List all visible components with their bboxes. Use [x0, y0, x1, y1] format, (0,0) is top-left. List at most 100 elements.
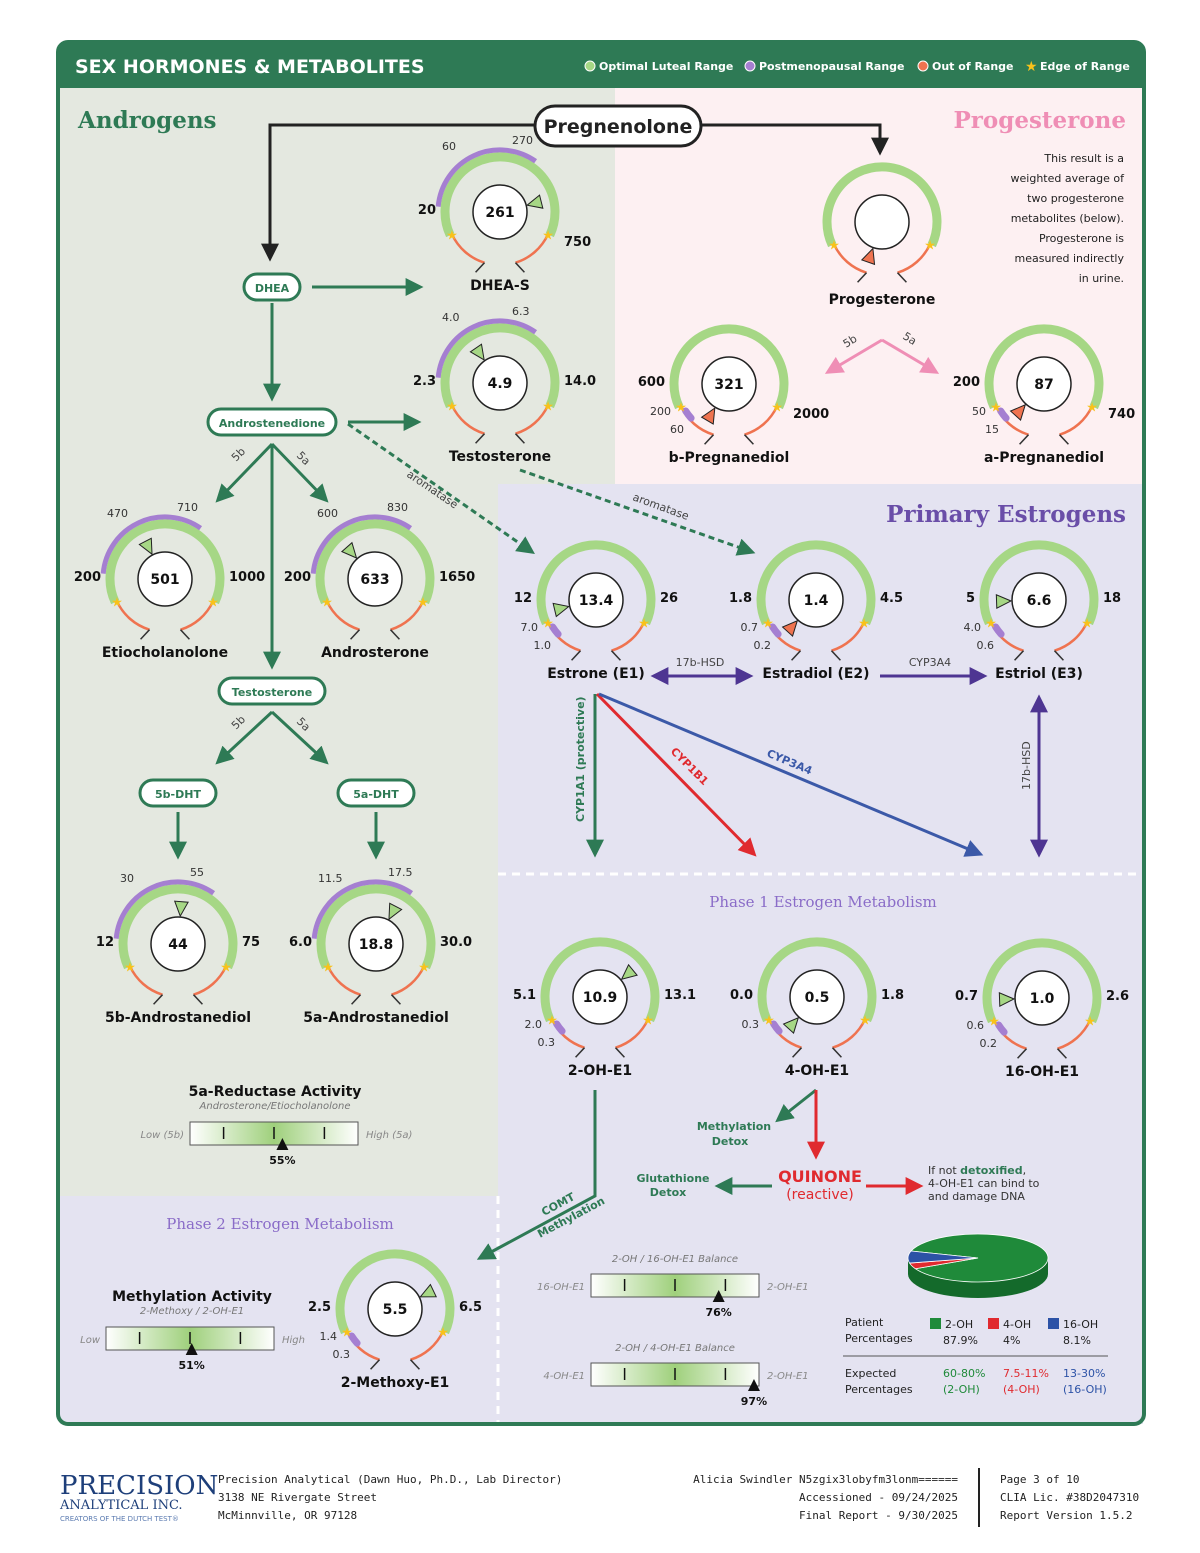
gauge-low-label: 200 [284, 570, 311, 585]
gauge-opt-low-label: 30 [120, 872, 134, 885]
gauge-low-label: 0.0 [730, 988, 753, 1003]
edge-star-icon: ★ [985, 616, 997, 631]
gauge-center [137, 551, 193, 607]
gauge-postmeno-pill [553, 1020, 566, 1035]
footer: PRECISION ANALYTICAL INC. CREATORS OF TH… [59, 1468, 1139, 1527]
androstenedione-label: Androstenedione [219, 417, 325, 430]
bar-left-label: 4-OH-E1 [543, 1371, 585, 1382]
gauge-value: 321 [714, 377, 743, 393]
edge-star-icon: ★ [542, 228, 554, 243]
activity-bar-reductase: 5a-Reductase ActivityAndrosterone/Etioch… [140, 1084, 412, 1167]
bar-left-label: Low [80, 1335, 101, 1346]
gauge-high-label: 1650 [439, 570, 475, 585]
gauge-value: 0.5 [805, 990, 830, 1006]
gauge-tick [351, 994, 362, 1005]
gauge-tick [704, 434, 715, 445]
gauge-center [472, 355, 528, 411]
progesterone-title: Progesterone [954, 107, 1127, 134]
gauge-tick [514, 433, 525, 444]
gauge-tick [140, 629, 151, 640]
gauge-pm-high-label: 0.6 [977, 639, 995, 652]
gauge-low-tail [832, 243, 867, 274]
gauge-high-tail [1059, 405, 1094, 436]
edge-star-icon: ★ [446, 399, 458, 414]
gauge-tick [575, 1047, 586, 1058]
progesterone-note-line: in urine. [1079, 272, 1124, 285]
gauge-center [472, 184, 528, 240]
gauge-low-label: 5 [966, 591, 975, 606]
logo-line2: ANALYTICAL INC. [59, 1498, 183, 1513]
legend-16oh: 16-OH [1063, 1318, 1098, 1331]
progesterone-note-line: This result is a [1043, 152, 1124, 165]
gauge-tick [514, 262, 525, 273]
edge-star-icon: ★ [321, 595, 333, 610]
gauge-value: 5.5 [383, 1302, 408, 1318]
gauge-name: Estriol (E3) [995, 666, 1083, 682]
gauge-high-tail [615, 1018, 650, 1049]
gauge-high-label: 14.0 [564, 374, 596, 389]
progesterone-note-line: two progesterone [1027, 192, 1124, 205]
gauge-center [789, 969, 845, 1025]
gauge-pm-low-label: 0.6 [967, 1019, 985, 1032]
edge-star-icon: ★ [763, 1013, 775, 1028]
gauge-optimal-arc [105, 519, 225, 605]
gauge-high-label: 18 [1103, 591, 1121, 606]
gauge-low-label: 200 [74, 570, 101, 585]
edge-star-icon: ★ [546, 1013, 558, 1028]
node-5a-dht: 5a-DHT [336, 778, 416, 808]
gauge-marker [340, 541, 358, 559]
pie-chart [907, 1233, 1049, 1298]
bar-subtitle: 2-Methoxy / 2-OH-E1 [140, 1306, 244, 1317]
gauge-name: a-Pregnanediol [984, 450, 1104, 466]
header-title: SEX HORMONES & METABOLITES [75, 56, 425, 78]
footer-version: Report Version 1.5.2 [1000, 1509, 1132, 1522]
legend-4oh: 4-OH [1003, 1318, 1031, 1331]
edge-star-icon: ★ [858, 616, 870, 631]
gauge-optimal-arc [757, 937, 877, 1023]
enzyme-17b-hsd-1: 17b-HSD [676, 656, 725, 669]
gauge-postmeno-pill [997, 407, 1010, 422]
edge-star-icon: ★ [220, 960, 232, 975]
enzyme-cyp1a1: CYP1A1 (protective) [574, 696, 587, 822]
gauge-opt-high-label: 55 [190, 866, 204, 879]
gauge-marker [998, 991, 1016, 1008]
gauge-pm-high-label: 1.0 [534, 639, 552, 652]
5a-dht-label: 5a-DHT [353, 788, 399, 801]
gauge-pm-high-label: 0.2 [980, 1037, 998, 1050]
edge-star-icon: ★ [542, 616, 554, 631]
gauge-value: 501 [150, 572, 179, 588]
gauge-pm-high-label: 60 [670, 423, 684, 436]
gauge-name: Estrone (E1) [547, 666, 645, 682]
gauge-tick [610, 650, 621, 661]
gauge-value: 1.4 [804, 593, 829, 609]
gauge-low-label: 20 [418, 203, 436, 218]
gauge-optimal-arc [118, 884, 238, 970]
gauge-low-tail [450, 233, 485, 264]
progesterone-note-line: measured indirectly [1015, 252, 1125, 265]
expected-label-line2: Percentages [845, 1383, 913, 1396]
gauge-marker [700, 407, 716, 425]
expected-4oh: 7.5-11% [1003, 1367, 1049, 1380]
gauge-postmeno-arc [310, 514, 413, 574]
legend-swatch-16oh [1048, 1318, 1059, 1329]
pie-legend: Patient Percentages 2-OH 87.9% 4-OH 4% 1… [843, 1316, 1108, 1396]
bar-title: 5a-Reductase Activity [189, 1084, 362, 1100]
patient-16oh: 8.1% [1063, 1334, 1091, 1347]
gauge-name: 2-OH-E1 [568, 1063, 632, 1079]
gauge-low-label: 12 [96, 935, 114, 950]
pregnenolone-label: Pregnenolone [544, 116, 693, 138]
logo-line1: PRECISION [60, 1471, 218, 1501]
edge-star-icon: ★ [542, 399, 554, 414]
gauge-high-tail [897, 243, 932, 274]
gauge-high-label: 6.5 [459, 1300, 482, 1315]
gauge-tick [792, 1047, 803, 1058]
gauge-high-label: 75 [242, 935, 260, 950]
gauge-low-label: 12 [514, 591, 532, 606]
gauge-high-label: 1000 [229, 570, 265, 585]
legend-label: Optimal Luteal Range [599, 60, 733, 73]
gauge-low-tail [326, 965, 361, 996]
